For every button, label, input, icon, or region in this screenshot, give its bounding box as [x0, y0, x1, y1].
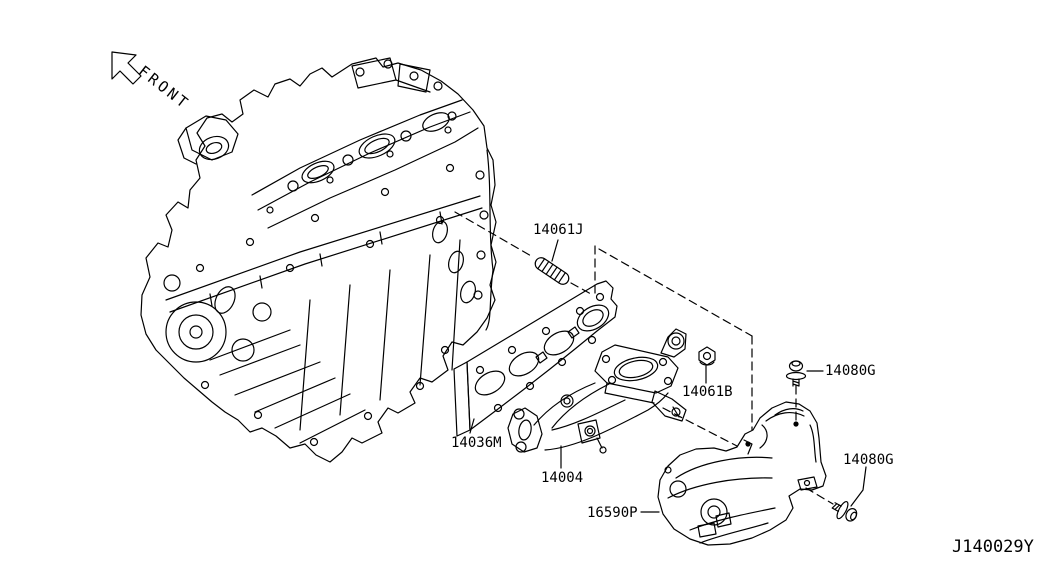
- gasket-illustration: [454, 281, 617, 436]
- callout-bolt-upper[interactable]: 14080G: [825, 363, 876, 379]
- dashed-alignment-lines: [455, 212, 833, 504]
- heat-shield-illustration: [658, 402, 826, 545]
- bolt-upper-illustration: [787, 361, 806, 386]
- callout-bolt-lower[interactable]: 14080G: [843, 452, 894, 468]
- leader-lines: [470, 240, 866, 512]
- bolt-lower-illustration: [829, 497, 860, 526]
- callout-gasket[interactable]: 14036M: [451, 435, 502, 451]
- nut-illustration: [699, 347, 715, 365]
- stud-illustration: [533, 255, 571, 286]
- engine-illustration: [141, 58, 496, 462]
- callout-manifold[interactable]: 14004: [541, 470, 584, 486]
- diagram-code: J140029Y: [952, 537, 1034, 557]
- callout-nut[interactable]: 14061B: [682, 384, 733, 400]
- manifold-illustration: [508, 329, 686, 453]
- front-arrow-icon: [112, 52, 141, 84]
- callout-stud[interactable]: 14061J: [533, 222, 584, 238]
- callout-heat-shield[interactable]: 16590P: [587, 505, 638, 521]
